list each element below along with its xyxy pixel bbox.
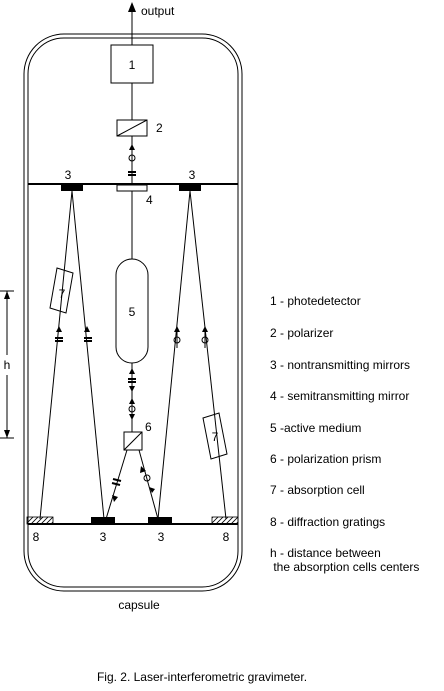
- absorption-cell-right: [202, 412, 228, 460]
- polarization-marks-top: [128, 144, 136, 176]
- callout-cell-left: 7: [59, 287, 66, 301]
- legend-item-7: 7 - absorption cell: [270, 483, 365, 497]
- callout-grating-right: 8: [223, 530, 230, 544]
- output-arrow: [128, 2, 136, 45]
- callout-photodetector: 1: [129, 58, 136, 72]
- prism-beam-marks: [111, 466, 155, 502]
- callout-grating-left: 8: [33, 530, 40, 544]
- callout-semitransmitting: 4: [146, 193, 153, 207]
- capsule-label: capsule: [118, 598, 160, 612]
- legend-item-5: 5 -active medium: [270, 421, 361, 435]
- legend-item-3: 3 - nontransmitting mirrors: [270, 358, 410, 372]
- height-dimension: [0, 290, 14, 439]
- figure-caption: Fig. 2. Laser-interferometric gravimeter…: [97, 670, 307, 684]
- legend-item-4: 4 - semitransmitting mirror: [270, 389, 409, 403]
- absorption-cell-left: [49, 267, 74, 314]
- callout-mirror-right: 3: [189, 168, 196, 182]
- bottom-mirror-right: [148, 517, 172, 524]
- output-label: output: [141, 4, 175, 18]
- legend-item-6: 6 - polarization prism: [270, 452, 381, 466]
- callout-prism: 6: [145, 420, 152, 434]
- legend-item-8: 8 - diffraction gratings: [270, 515, 385, 529]
- polarization-marks-middle: [128, 368, 136, 420]
- left-beam-path: [39, 190, 105, 520]
- grating-right: [211, 516, 239, 525]
- legend: 1 - photedetector 2 - polarizer 3 - nont…: [270, 294, 419, 574]
- bottom-mirror-left: [91, 517, 115, 524]
- legend-item-h: h - distance between: [270, 546, 381, 560]
- legend-item-2: 2 - polarizer: [270, 326, 333, 340]
- callout-mirror-left: 3: [65, 168, 72, 182]
- grating-left: [26, 516, 54, 525]
- legend-item-1: 1 - photedetector: [270, 294, 361, 308]
- callout-bottom-left-3: 3: [100, 530, 107, 544]
- semitransmitting-mirror: [116, 184, 148, 192]
- callout-height: h: [4, 358, 11, 372]
- callout-polarizer: 2: [156, 121, 163, 135]
- mirror-3-left: [61, 184, 83, 191]
- capsule-outline: [23, 33, 243, 592]
- right-beam-path: [157, 190, 227, 520]
- legend-item-h-cont: the absorption cells centers: [270, 560, 419, 574]
- mirror-3-right: [179, 184, 201, 191]
- polarizer: [116, 119, 148, 137]
- callout-active-medium: 5: [129, 305, 136, 319]
- polarization-prism: [123, 431, 143, 451]
- callout-bottom-right-3: 3: [158, 530, 165, 544]
- callout-cell-right: 7: [212, 430, 219, 444]
